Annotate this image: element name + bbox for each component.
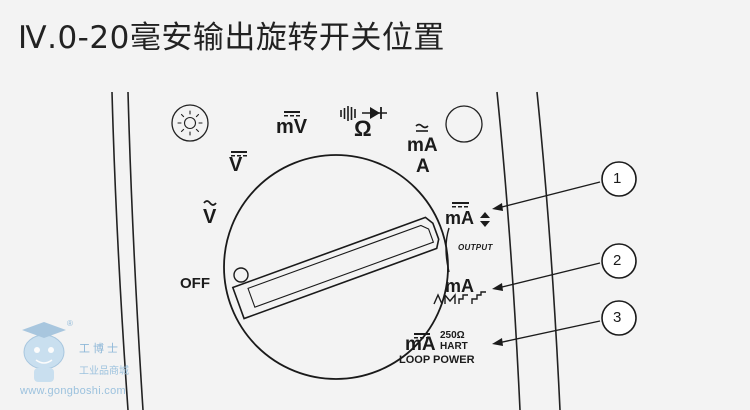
ma-simulate-label: mA — [445, 276, 475, 296]
body-left-inner-edge — [127, 91, 144, 410]
callout-number-1: 1 — [613, 170, 622, 187]
callout-arrowheads — [492, 203, 503, 346]
mascot-logo — [22, 322, 66, 382]
callout-circle-2 — [601, 243, 637, 279]
watermark-brand: 工博士 — [79, 342, 121, 355]
ohm-label: Ω — [354, 116, 372, 141]
continuity-icon — [340, 106, 356, 121]
v-ac-label: V — [203, 206, 217, 228]
dc-symbols — [231, 111, 469, 339]
knob-indicator-dot — [233, 267, 249, 283]
diode-icon — [362, 107, 387, 119]
brightness-icon — [171, 104, 209, 142]
acdc-symbol-icon — [415, 123, 429, 132]
callout-leaders — [497, 181, 601, 344]
ma-label: mA — [407, 135, 438, 156]
hart-label: HART — [440, 341, 468, 352]
callout-number-3: 3 — [613, 309, 622, 326]
loop-power-label: LOOP POWER — [399, 354, 475, 366]
ma-hart-label: mA — [405, 334, 436, 355]
watermark-registered: ® — [67, 319, 73, 328]
hold-button — [445, 105, 483, 143]
body-right-inner-edge — [536, 91, 561, 410]
callout-circles — [601, 161, 637, 336]
body-left-edge — [111, 91, 129, 410]
hart-resistance-label: 250Ω — [440, 330, 465, 341]
watermark-url: www.gongboshi.com — [20, 385, 126, 397]
callout-number-2: 2 — [613, 252, 622, 269]
a-label: A — [416, 156, 430, 177]
mv-label: mV — [276, 116, 308, 138]
knob-pointer — [231, 216, 440, 320]
body-right-edge — [496, 91, 521, 410]
watermark-subtitle: 工业品商城 — [79, 366, 129, 377]
up-down-arrow-icon — [480, 212, 490, 227]
output-bracket — [445, 227, 450, 273]
output-label: OUTPUT — [458, 243, 493, 252]
ac-tilde-icon — [203, 200, 217, 206]
off-label: OFF — [180, 275, 210, 292]
step-wave-icon — [458, 291, 486, 304]
v-dc-label: V — [229, 154, 243, 176]
callout-circle-3 — [601, 300, 637, 336]
ma-output-label: mA — [445, 208, 475, 228]
ramp-wave-icon — [433, 293, 456, 305]
page-title: Ⅳ.0-20毫安输出旋转开关位置 — [18, 20, 445, 56]
callout-circle-1 — [601, 161, 637, 197]
